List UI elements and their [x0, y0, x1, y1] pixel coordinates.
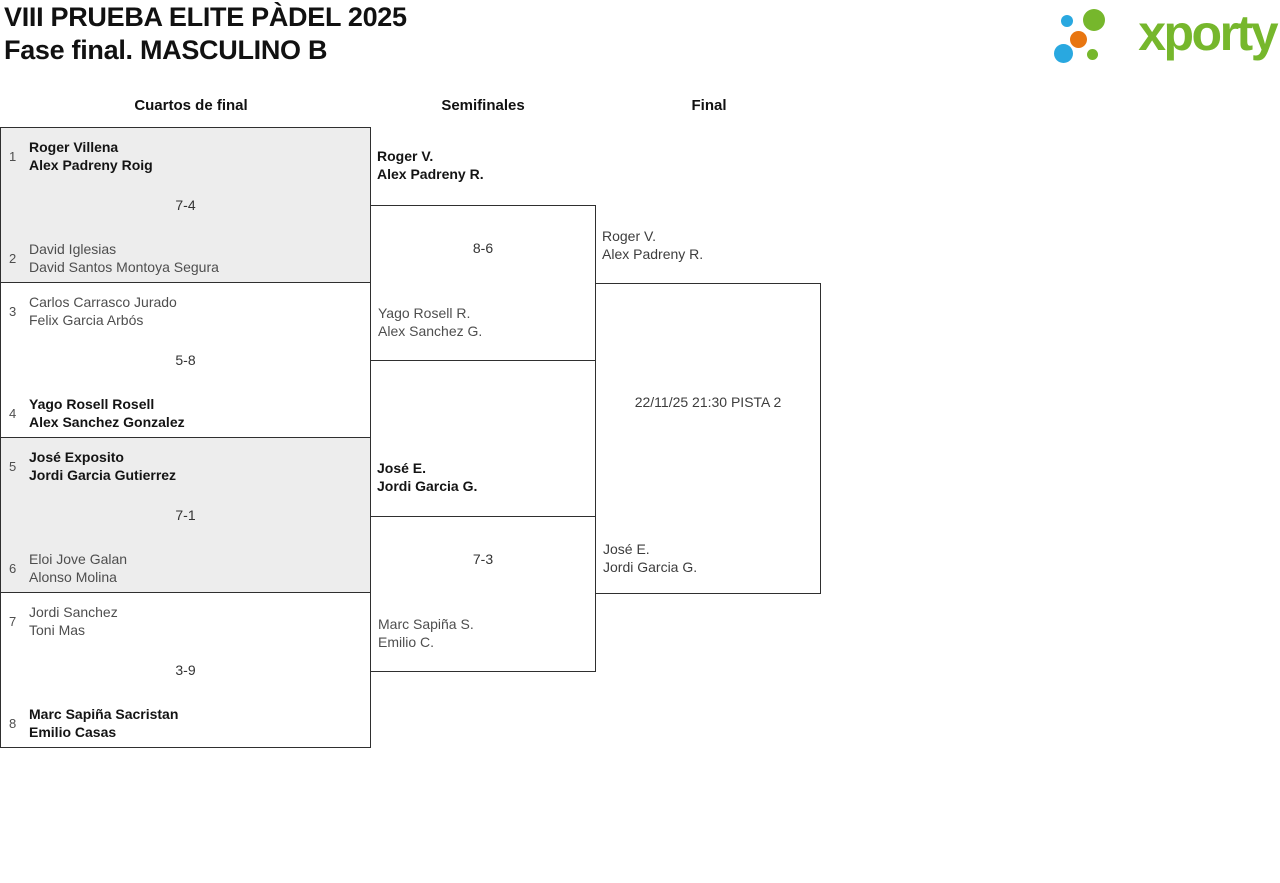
logo-dot-icon — [1054, 44, 1073, 63]
player-name: Jordi Garcia G. — [377, 478, 478, 494]
logo-brand-text: xporty — [1138, 5, 1278, 61]
seed-number: 3 — [9, 303, 17, 319]
player-name: Jordi Garcia G. — [603, 559, 698, 575]
logo-dot-icon — [1087, 49, 1098, 60]
final-top-team: Roger V. Alex Padreny R. — [602, 227, 703, 263]
team-pair: 5 José Exposito Jordi Garcia Gutierrez — [9, 448, 364, 484]
player-name: David Santos Montoya Segura — [29, 259, 219, 275]
player-name: Marc Sapiña S. — [378, 616, 474, 632]
team-names: David Iglesias David Santos Montoya Segu… — [29, 240, 219, 276]
seed-number: 8 — [9, 715, 17, 731]
team-pair: 1 Roger Villena Alex Padreny Roig — [9, 138, 364, 174]
sf1-bottom-team: Yago Rosell R. Alex Sanchez G. — [378, 304, 482, 340]
round-header-quarterfinals: Cuartos de final — [134, 97, 248, 114]
player-name: Toni Mas — [29, 622, 86, 638]
player-name: Roger Villena — [29, 139, 119, 155]
xporty-logo: xporty — [1045, 0, 1280, 72]
player-name: Emilio C. — [378, 634, 435, 650]
match-score: 5-8 — [175, 352, 196, 368]
player-name: Alonso Molina — [29, 569, 117, 585]
player-name: Yago Rosell R. — [378, 305, 471, 321]
sf2-bottom-team: Marc Sapiña S. Emilio C. — [378, 615, 474, 651]
team-pair: 7 Jordi Sanchez Toni Mas — [9, 603, 364, 639]
phase-category: Fase final. MASCULINO B — [4, 35, 328, 65]
logo-dot-icon — [1083, 9, 1105, 31]
final-match: 22/11/25 21:30 PISTA 2 José E. Jordi Gar… — [595, 283, 821, 594]
player-name: Carlos Carrasco Jurado — [29, 294, 177, 310]
round-header-semifinals: Semifinales — [441, 97, 525, 114]
team-pair: 2 David Iglesias David Santos Montoya Se… — [9, 240, 364, 276]
seed-number: 5 — [9, 458, 17, 474]
logo-dot-icon — [1061, 15, 1073, 27]
player-name: Jordi Garcia Gutierrez — [29, 467, 177, 483]
qf-match-2: 3 Carlos Carrasco Jurado Felix Garcia Ar… — [0, 282, 371, 438]
player-name: Jordi Sanchez — [29, 604, 118, 620]
match-score: 8-6 — [472, 240, 494, 256]
player-name: Alex Padreny Roig — [29, 157, 153, 173]
seed-number: 7 — [9, 613, 17, 629]
logo-dot-icon — [1070, 31, 1087, 48]
match-score: 7-4 — [175, 197, 196, 213]
team-names: Carlos Carrasco Jurado Felix Garcia Arbó… — [29, 293, 177, 329]
qf-match-1: 1 Roger Villena Alex Padreny Roig 7-4 2 … — [0, 127, 371, 283]
player-name: Alex Padreny R. — [602, 246, 704, 262]
qf-match-4: 7 Jordi Sanchez Toni Mas 3-9 8 Marc Sapi… — [0, 592, 371, 748]
match-score: 7-1 — [175, 507, 196, 523]
sf-match-2: 7-3 Marc Sapiña S. Emilio C. — [370, 516, 596, 672]
match-schedule: 22/11/25 21:30 PISTA 2 — [634, 394, 782, 410]
player-name: David Iglesias — [29, 241, 117, 257]
round-header-final: Final — [691, 97, 727, 114]
qf-match-3: 5 José Exposito Jordi Garcia Gutierrez 7… — [0, 437, 371, 593]
player-name: Eloi Jove Galan — [29, 551, 128, 567]
team-names: Jordi Sanchez Toni Mas — [29, 603, 118, 639]
seed-number: 6 — [9, 560, 17, 576]
player-name: Felix Garcia Arbós — [29, 312, 144, 328]
player-name: Alex Padreny R. — [377, 166, 484, 182]
team-names: Eloi Jove Galan Alonso Molina — [29, 550, 127, 586]
player-name: Alex Sanchez Gonzalez — [29, 414, 185, 430]
seed-number: 1 — [9, 148, 17, 164]
sf2-top-team: José E. Jordi Garcia G. — [377, 459, 477, 495]
player-name: Emilio Casas — [29, 724, 117, 740]
match-score: 7-3 — [472, 551, 494, 567]
team-names: Yago Rosell Rosell Alex Sanchez Gonzalez — [29, 395, 185, 431]
team-names: José Exposito Jordi Garcia Gutierrez — [29, 448, 176, 484]
team-pair: 6 Eloi Jove Galan Alonso Molina — [9, 550, 364, 586]
player-name: Roger V. — [602, 228, 656, 244]
player-name: José E. — [377, 460, 427, 476]
team-names: Roger Villena Alex Padreny Roig — [29, 138, 153, 174]
team-pair: 3 Carlos Carrasco Jurado Felix Garcia Ar… — [9, 293, 364, 329]
sf-match-1: 8-6 Yago Rosell R. Alex Sanchez G. — [370, 205, 596, 361]
player-name: Yago Rosell Rosell — [29, 396, 155, 412]
sf1-top-team: Roger V. Alex Padreny R. — [377, 147, 484, 183]
tournament-name: VIII PRUEBA ELITE PÀDEL 2025 — [4, 2, 407, 32]
player-name: José E. — [603, 541, 650, 557]
page-title: VIII PRUEBA ELITE PÀDEL 2025 Fase final.… — [4, 1, 407, 67]
team-pair: 4 Yago Rosell Rosell Alex Sanchez Gonzal… — [9, 395, 364, 431]
player-name: José Exposito — [29, 449, 124, 465]
seed-number: 4 — [9, 405, 17, 421]
final-bottom-team: José E. Jordi Garcia G. — [603, 540, 697, 576]
player-name: Roger V. — [377, 148, 434, 164]
team-names: Marc Sapiña Sacristan Emilio Casas — [29, 705, 178, 741]
player-name: Marc Sapiña Sacristan — [29, 706, 179, 722]
player-name: Alex Sanchez G. — [378, 323, 483, 339]
seed-number: 2 — [9, 250, 17, 266]
team-pair: 8 Marc Sapiña Sacristan Emilio Casas — [9, 705, 364, 741]
match-score: 3-9 — [175, 662, 196, 678]
